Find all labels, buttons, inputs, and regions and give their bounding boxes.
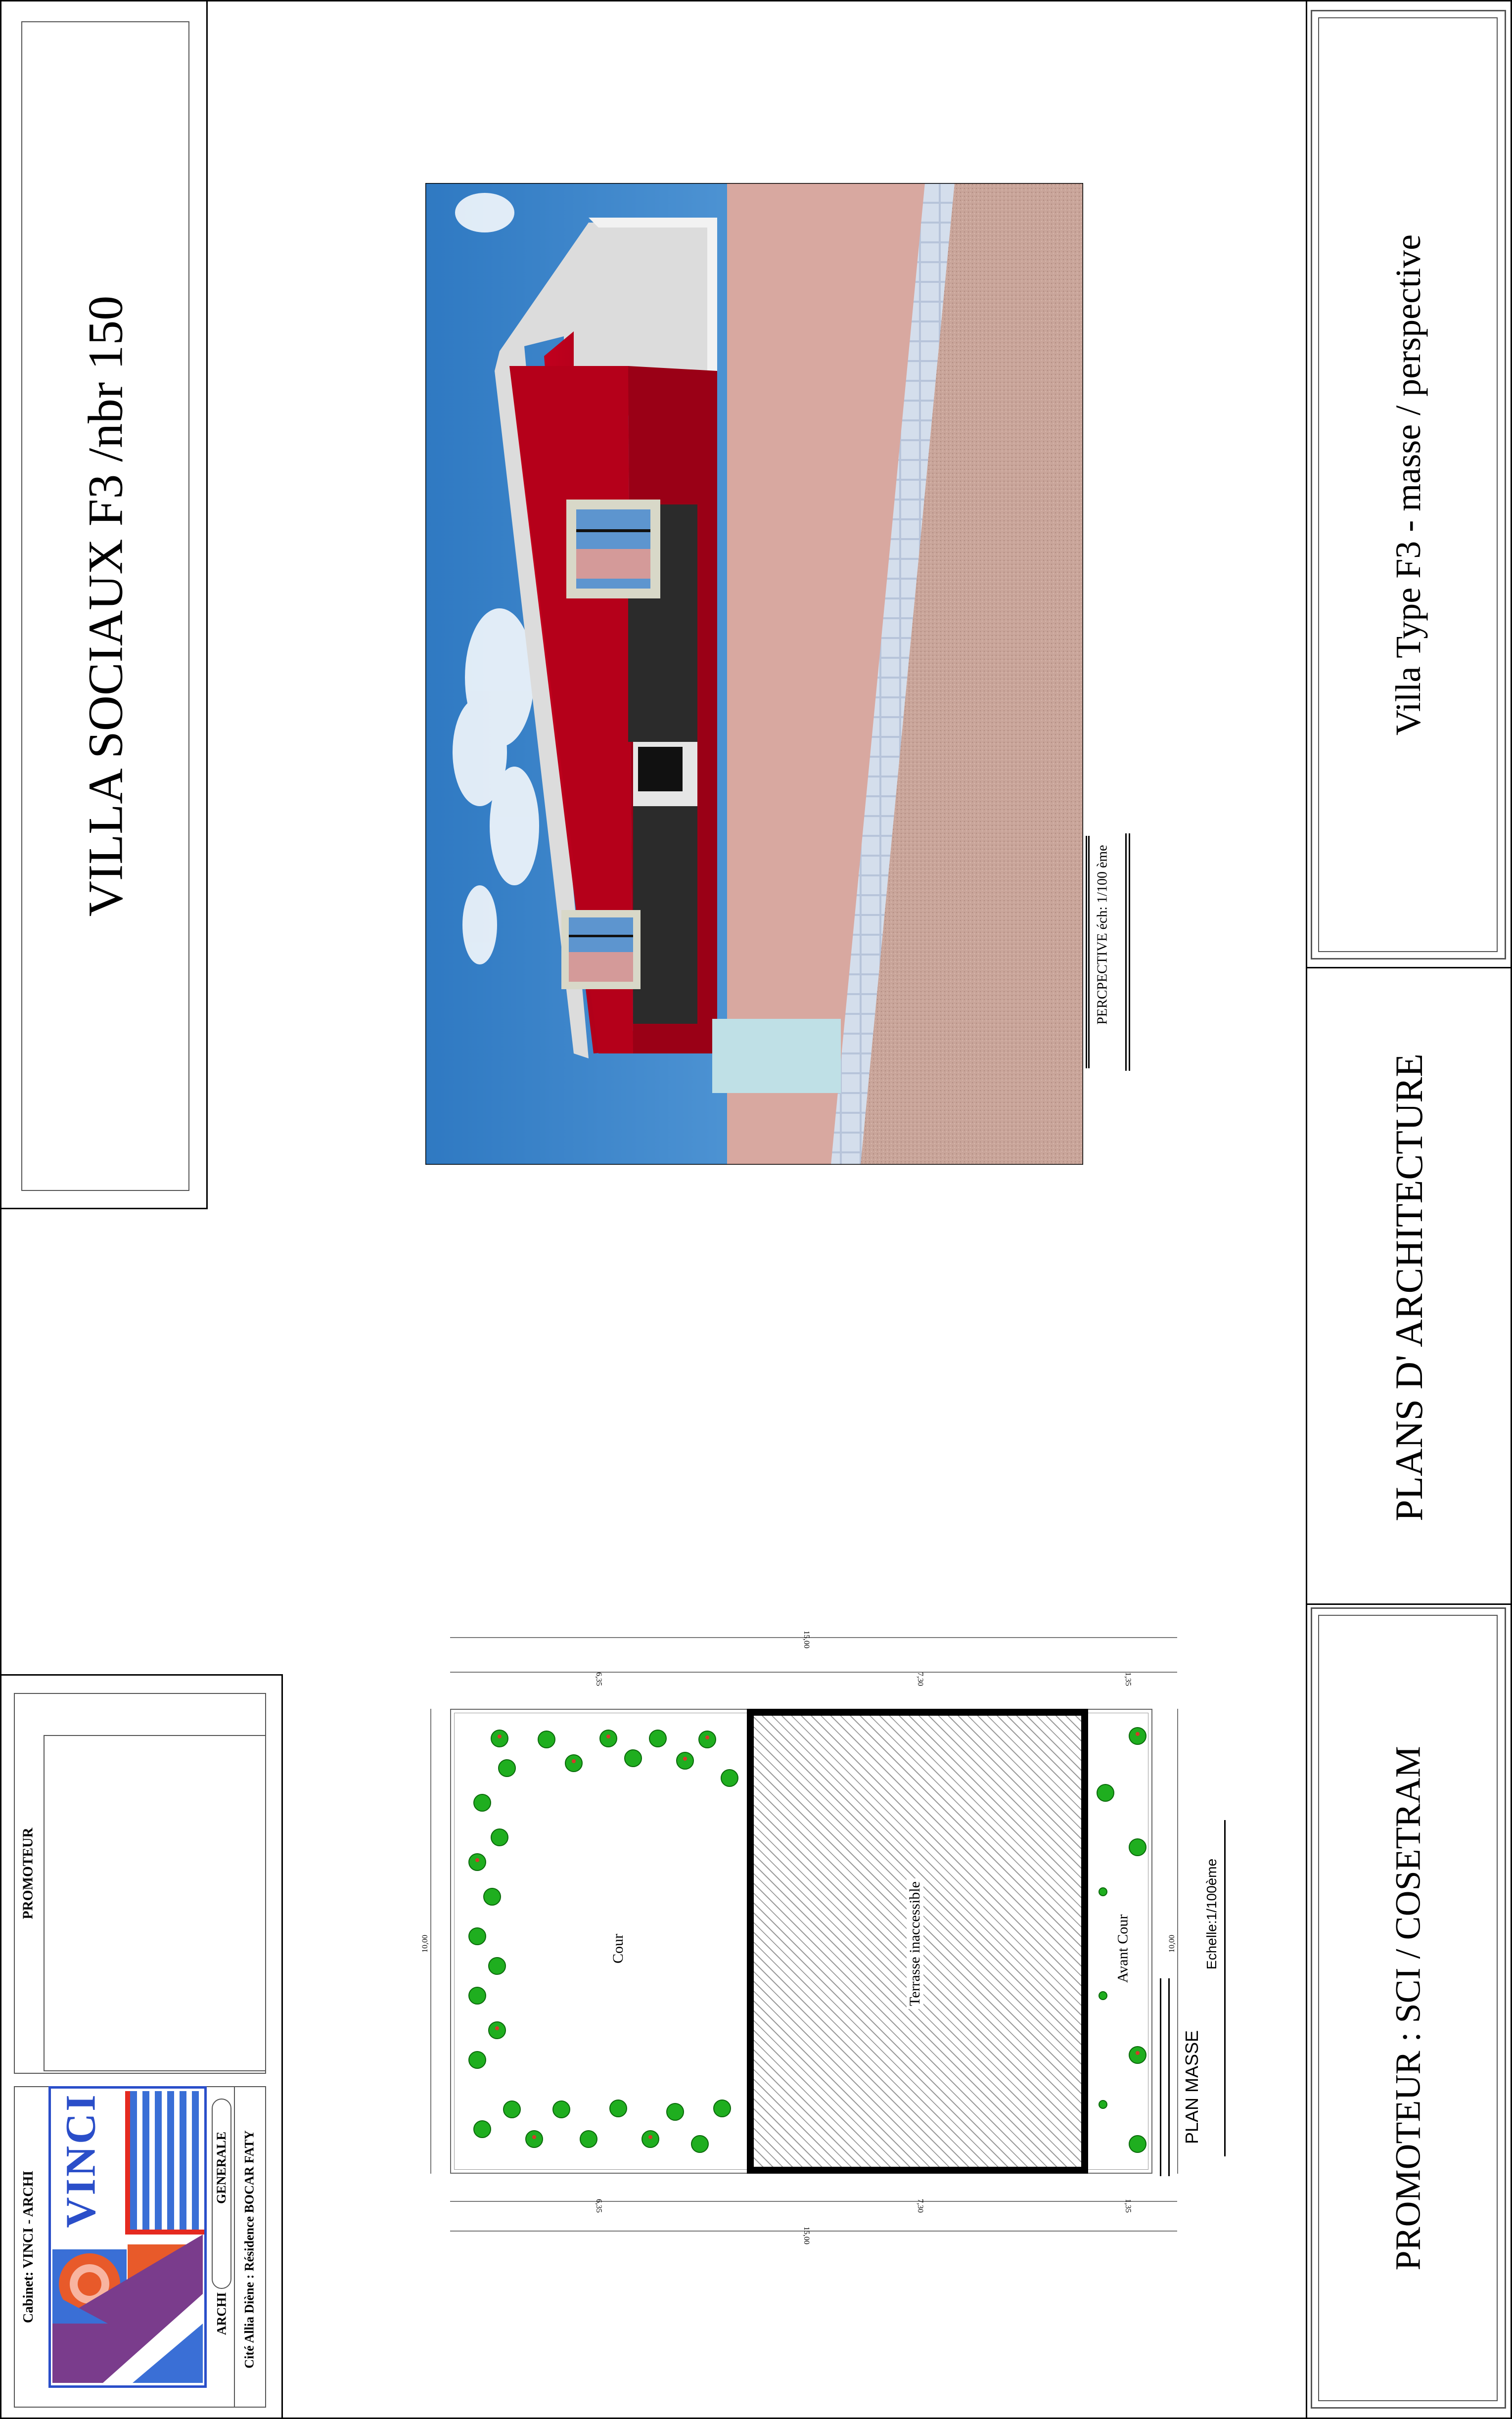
dim-left-width: 10,00 xyxy=(421,1935,429,1953)
sheet-title-inner xyxy=(1318,17,1498,952)
plans-label-box: PLANS D' ARCHITECTURE xyxy=(1306,967,1512,1605)
promoteur-inner xyxy=(1318,1615,1498,2401)
logo-stripes xyxy=(125,2090,204,2235)
plan-masse-title: PLAN MASSE xyxy=(1182,2030,1202,2145)
promoteur-box: PROMOTEUR : SCI / COSETRAM xyxy=(1311,1607,1506,2409)
dark-wall-right xyxy=(633,806,697,1024)
plan-masse-scale-line xyxy=(1224,1820,1226,2156)
tiled-walkway xyxy=(831,183,955,1165)
title-box-inner xyxy=(21,21,189,1191)
plan-masse-dim-bottom-total xyxy=(450,2231,1177,2232)
generale-pill xyxy=(212,2099,231,2289)
logo-corner xyxy=(133,2324,203,2383)
vinci-logo xyxy=(48,2086,207,2388)
perspective-label-underline xyxy=(1125,833,1130,1071)
perspective-label-lines xyxy=(1086,836,1090,1068)
trees xyxy=(468,1727,1146,2153)
door xyxy=(638,747,683,791)
plan-masse-dim-top-total xyxy=(450,1637,1177,1638)
window-1 xyxy=(566,500,660,598)
title-box: VILLA SOCIAUX F3 /nbr 150 xyxy=(0,0,208,1209)
plan-masse-dim-bottom-seg xyxy=(450,2201,1177,2202)
dim-bot-seg3: 1,35 xyxy=(1124,2199,1132,2213)
sheet-title: Villa Type F3 - masse / perspective xyxy=(1388,234,1428,735)
dim-left-line xyxy=(430,1709,431,2174)
dim-top-seg1: 6,35 xyxy=(595,1672,603,1686)
plans-label: PLANS D' ARCHITECTURE xyxy=(1387,1053,1430,1521)
clouds xyxy=(453,193,539,964)
vinci-logo-text: VINCI xyxy=(57,2093,105,2228)
right-column xyxy=(1306,0,1512,2419)
promoteur-line: PROMOTEUR : SCI / COSETRAM xyxy=(1388,1745,1428,2271)
window-2 xyxy=(561,910,641,989)
cartouche: PROMOTEUR Cabinet: VINCI - ARCHI xyxy=(0,1674,283,2419)
main-title: VILLA SOCIAUX F3 /nbr 150 xyxy=(78,295,133,917)
cartouche-promoteur-inner xyxy=(44,1735,266,2071)
plan-masse-dim-top-seg xyxy=(450,1672,1177,1673)
dim-bot-seg1: 6,35 xyxy=(595,2199,603,2213)
dim-bot-seg2: 7,30 xyxy=(916,2199,924,2213)
plan-masse-dim-total-top: 15,00 xyxy=(802,1631,811,1648)
cartouche-address: Cité Allia Diène : Résidence BOCAR FATY xyxy=(242,2130,257,2369)
cartouche-generale: GENERALE xyxy=(214,2132,229,2204)
ground-pink xyxy=(727,183,925,1165)
dim-top-seg2: 7,30 xyxy=(916,1672,924,1686)
terrace-slab xyxy=(712,1019,841,1093)
dim-top-seg3: 1,35 xyxy=(1124,1672,1132,1686)
plan-masse-scale: Echelle:1/100ème xyxy=(1204,1858,1219,1970)
perspective-render xyxy=(425,183,1083,1165)
plan-masse-title-lines xyxy=(1160,1978,1170,2176)
cartouche-divider xyxy=(234,2086,235,2408)
logo-corner-2 xyxy=(52,2294,108,2324)
logo-diagonal xyxy=(52,2235,203,2383)
sheet-title-box: Villa Type F3 - masse / perspective xyxy=(1311,10,1506,959)
dim-bot-total: 15,00 xyxy=(802,2227,811,2244)
roof-slab xyxy=(495,223,717,1058)
cartouche-archi: ARCHI xyxy=(214,2292,229,2335)
perspective-label: PERCPECTIVE éch: 1/100 ème xyxy=(1095,845,1110,1025)
dim-right-width: 10,00 xyxy=(1168,1935,1176,1953)
cartouche-cabinet: Cabinet: VINCI - ARCHI xyxy=(21,2170,37,2324)
dim-right-line xyxy=(1177,1709,1178,2174)
cartouche-promoteur-label: PROMOTEUR xyxy=(21,1827,37,1919)
